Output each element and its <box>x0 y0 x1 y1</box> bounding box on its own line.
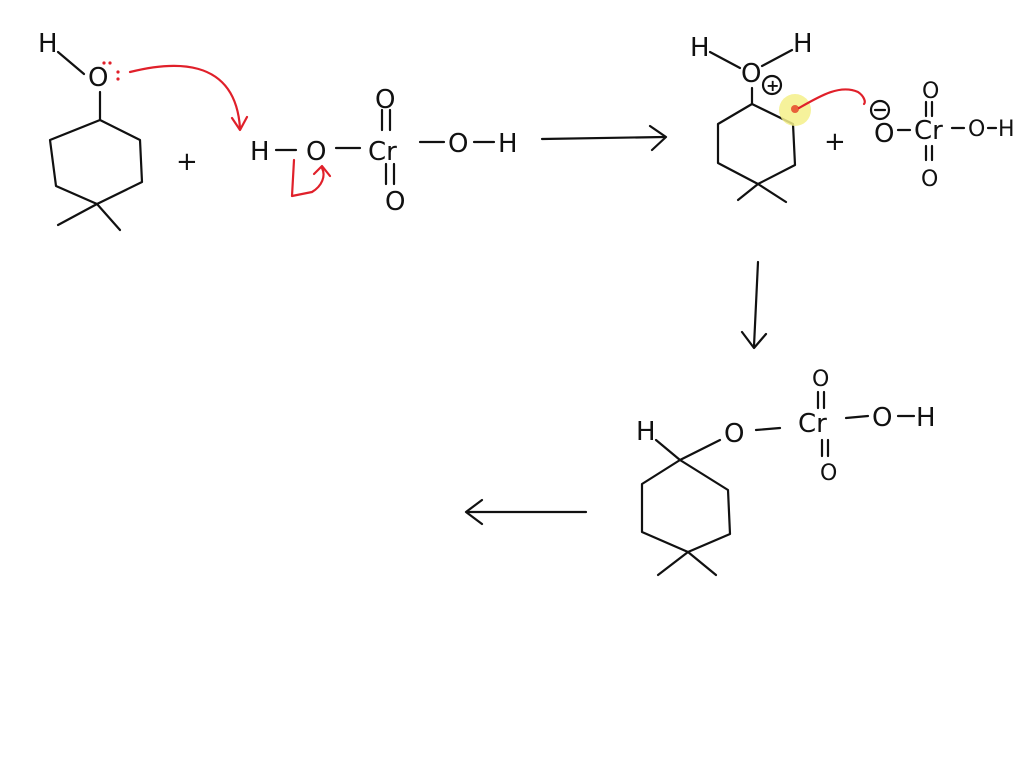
acid-oh-o-label: O <box>448 129 468 159</box>
methyl-bond-right <box>95 202 122 232</box>
acid-oh-h-label: H <box>498 129 518 159</box>
oxonium-h2-label: H <box>793 29 813 59</box>
reaction-arrow-right <box>540 124 668 152</box>
oxonium-h1-label: H <box>690 33 710 63</box>
ester-o-label: O <box>724 419 744 449</box>
chromate-o-bottom-label: O <box>921 167 938 192</box>
electron-push-arrow-1 <box>128 64 249 132</box>
lone-pair-dot <box>102 61 106 65</box>
methyl-bond-left <box>736 182 760 202</box>
h-o-bond <box>56 50 86 76</box>
chromic-acid-reactant: H O Cr O O O H <box>250 85 518 217</box>
electron-push-arrow-3 <box>797 88 866 110</box>
chromate-oh-h-label: H <box>998 117 1015 142</box>
cr-o-double-bond-bottom <box>924 144 934 162</box>
h-c-bond <box>654 438 682 462</box>
oxonium-o-label: O <box>741 59 761 89</box>
electron-push-arrow-2 <box>290 158 325 198</box>
chromate-anion: O Cr O O O H <box>869 79 1015 192</box>
o-cr-bond <box>754 426 782 432</box>
ester-oh-o-label: O <box>872 403 892 433</box>
acid-o-label: O <box>306 137 326 167</box>
oxonium-intermediate: H H O + <box>690 29 866 204</box>
methyl-bond-left <box>656 550 690 577</box>
plus-sign: + <box>176 147 198 177</box>
h-o-bond <box>760 48 794 68</box>
c-o-bond <box>678 438 722 462</box>
methyl-bond-left <box>56 202 99 227</box>
ester-cr-label: Cr <box>798 409 827 439</box>
reaction-arrow-left <box>464 498 588 526</box>
cyclohexane-ring <box>48 118 144 206</box>
methyl-bond-right <box>756 182 788 204</box>
plus-sign-2: + <box>824 127 846 157</box>
cr-o-double-bond-top <box>816 390 826 410</box>
cr-o-double-bond-top <box>380 108 392 132</box>
ester-o-bottom-label: O <box>820 461 837 486</box>
lone-pair-dot <box>108 61 112 65</box>
h-o-bond <box>708 50 742 70</box>
chromate-oh-o-label: O <box>968 117 985 142</box>
highlight-dot <box>791 105 799 113</box>
alcohol-o-label: O <box>88 63 108 93</box>
ester-oh-h-label: H <box>916 403 936 433</box>
alcohol-reactant: H O <box>38 29 144 232</box>
cr-o-double-bond-top <box>924 100 934 118</box>
alcohol-h-label: H <box>38 29 58 59</box>
acid-h-label: H <box>250 137 270 167</box>
chromate-o-label: O <box>874 119 894 149</box>
cr-o-top-label: O <box>375 85 395 115</box>
ester-o-top-label: O <box>812 367 829 392</box>
negative-charge-circle <box>869 99 891 121</box>
cyclohexane-ring <box>640 458 732 554</box>
chromate-ester: H O Cr O O O H <box>636 367 936 577</box>
chromate-cr-label: Cr <box>914 116 943 146</box>
cr-label: Cr <box>368 137 397 167</box>
cr-o-bottom-label: O <box>385 187 405 217</box>
chromate-o-top-label: O <box>922 79 939 104</box>
methyl-bond-right <box>686 550 718 577</box>
lone-pair-dot <box>116 77 120 81</box>
cr-o-bond <box>844 414 870 420</box>
positive-charge: + <box>766 76 779 95</box>
cr-o-double-bond-bottom <box>384 162 396 186</box>
lone-pair-dot <box>116 70 120 74</box>
ester-h-label: H <box>636 417 656 447</box>
positive-charge-circle <box>761 74 783 96</box>
reaction-arrow-down <box>740 260 768 350</box>
cr-o-double-bond-bottom <box>820 438 830 458</box>
